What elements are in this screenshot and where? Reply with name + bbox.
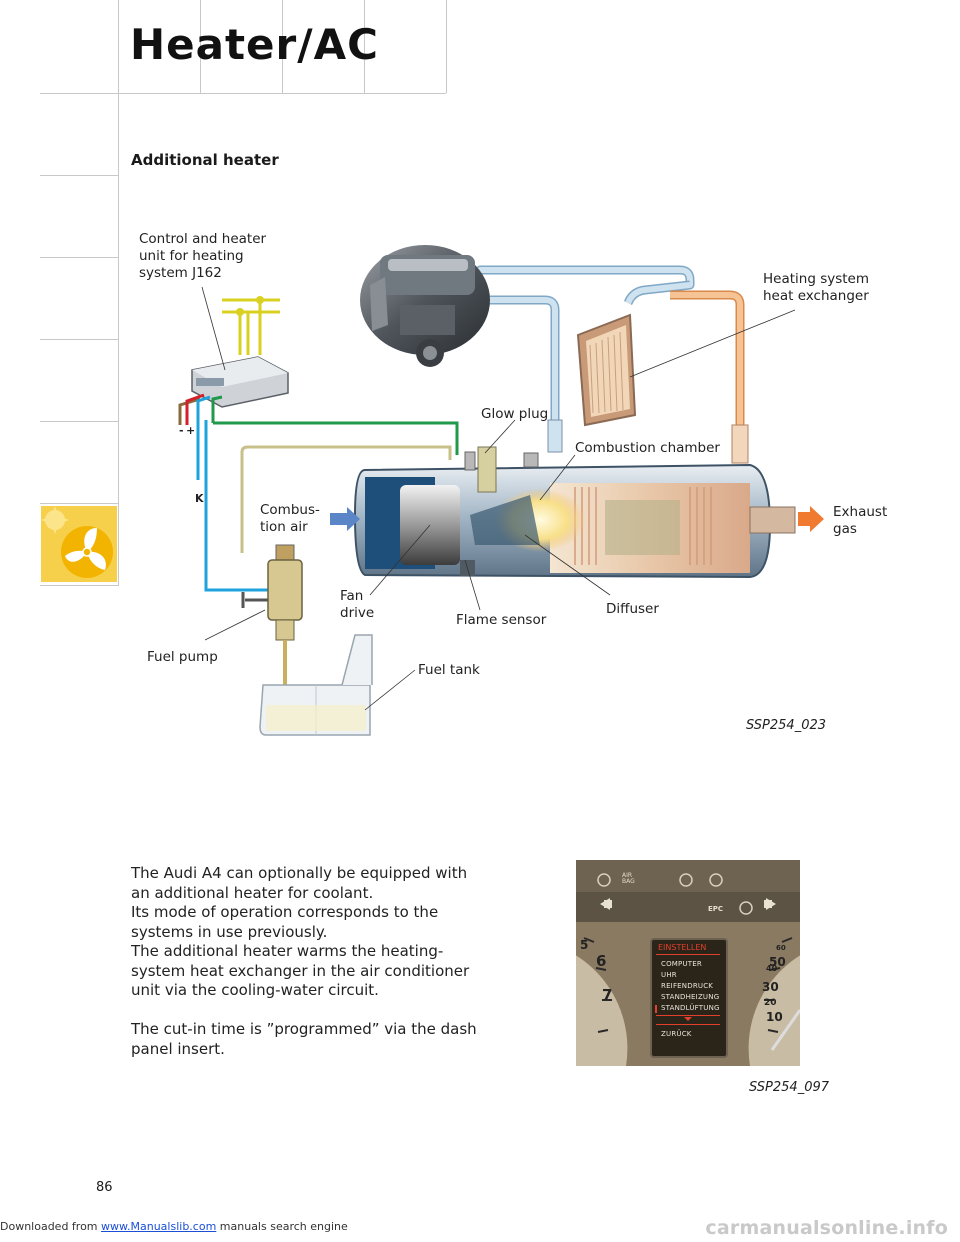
menu-item: STANDHEIZUNG: [661, 993, 719, 1001]
menu-item: STANDLÜFTUNG: [661, 1004, 720, 1012]
label-diffuser: Diffuser: [606, 601, 659, 618]
menu-item: ZURÜCK: [661, 1030, 692, 1038]
menu-item: COMPUTER: [661, 960, 702, 968]
label-k: K: [195, 490, 204, 507]
frame-line: [40, 421, 118, 422]
gauge-label: 20: [764, 998, 777, 1008]
label-fan-drive: Fan drive: [340, 588, 374, 622]
menu-item: UHR: [661, 971, 677, 979]
label-plus: +: [186, 422, 195, 439]
section-title: Additional heater: [131, 151, 279, 169]
page-title: Heater/AC: [130, 20, 379, 69]
label-glow-plug: Glow plug: [481, 406, 548, 423]
label-fuel-tank: Fuel tank: [418, 662, 480, 679]
control-unit-illustration: [192, 296, 288, 407]
frame-line: [40, 93, 118, 94]
label-flame-sensor: Flame sensor: [456, 612, 546, 629]
gauge-label: 5: [580, 938, 588, 952]
frame-line: [40, 503, 118, 504]
diagram-caption: SSP254_023: [746, 718, 826, 733]
download-footer: Downloaded from www.Manualslib.com manua…: [0, 1220, 348, 1233]
menu-item: REIFENDRUCK: [661, 982, 713, 990]
epc-indicator: EPC: [708, 905, 723, 913]
fuel-tank-illustration: [260, 635, 372, 735]
dash-panel-photo: AIR BAG EPC 5 6 7 60 50 40 30 20 10 EINS…: [576, 860, 800, 1066]
gauge-label: 7: [602, 986, 612, 1004]
menu-title: EINSTELLEN: [658, 943, 706, 952]
gauge-label: 10: [766, 1010, 783, 1024]
frame-line: [40, 339, 118, 340]
fuel-pump-illustration: [243, 545, 302, 695]
frame-line: [446, 0, 447, 93]
frame-line: [118, 93, 446, 94]
label-exhaust-gas: Exhaust gas: [833, 504, 887, 538]
gauge-label: 30: [762, 980, 779, 994]
fan-icon: [41, 506, 117, 582]
label-heat-exchanger: Heating system heat exchanger: [763, 271, 869, 305]
label-combustion-chamber: Combustion chamber: [575, 440, 720, 457]
label-fuel-pump: Fuel pump: [147, 649, 218, 666]
gauge-label: 6: [596, 952, 606, 970]
frame-line: [40, 175, 118, 176]
frame-line: [118, 0, 119, 586]
airbag-indicator: AIR BAG: [622, 873, 635, 885]
label-control-unit: Control and heater unit for heating syst…: [139, 231, 266, 282]
footer-suffix: manuals search engine: [220, 1220, 348, 1233]
dash-menu-display: EINSTELLEN COMPUTER UHR REIFENDRUCK STAN…: [650, 938, 728, 1058]
gauge-label: 60: [776, 944, 786, 952]
heat-exchanger-illustration: [578, 315, 635, 425]
manualslib-link[interactable]: www.Manualslib.com: [101, 1220, 216, 1233]
heater-body-illustration: [355, 447, 795, 577]
footer-prefix: Downloaded from: [0, 1220, 98, 1233]
frame-line: [40, 585, 118, 586]
label-minus: -: [179, 422, 184, 439]
page-number: 86: [96, 1180, 113, 1195]
engine-illustration: [360, 245, 490, 367]
photo-caption: SSP254_097: [749, 1080, 829, 1095]
frame-line: [40, 257, 118, 258]
watermark: carmanualsonline.info: [705, 1217, 948, 1239]
label-combustion-air: Combus- tion air: [260, 502, 320, 536]
body-paragraph: The Audi A4 can optionally be equipped w…: [131, 864, 491, 1059]
gauge-label: 40: [766, 964, 777, 973]
